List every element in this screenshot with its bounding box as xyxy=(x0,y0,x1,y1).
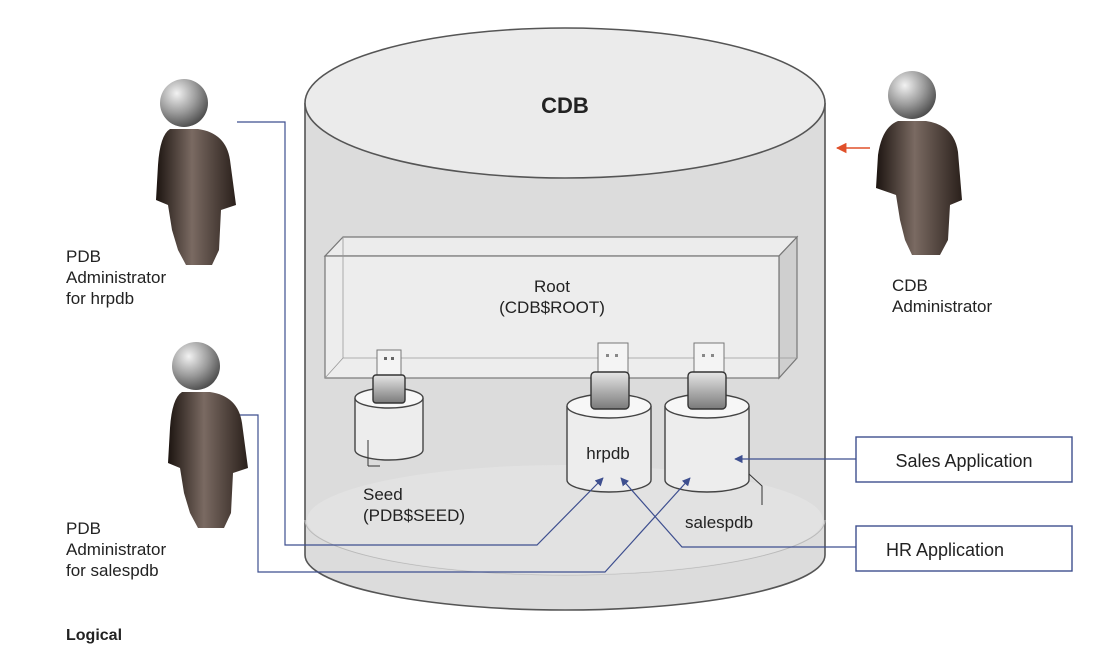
seed-pdb: Seed (PDB$SEED) xyxy=(354,349,465,525)
hr-app-connector xyxy=(620,477,856,548)
cdb-admin-label-2: Administrator xyxy=(892,297,992,316)
hr-admin-connector xyxy=(237,121,604,546)
sales-admin-label-1: PDB xyxy=(66,519,101,538)
hr-admin-label-1: PDB xyxy=(66,247,101,266)
hr-admin-label-3: for hrpdb xyxy=(66,289,134,308)
sales-admin-label-2: Administrator xyxy=(66,540,166,559)
cdb-title: CDB xyxy=(541,93,589,118)
cdb-admin-label-1: CDB xyxy=(892,276,928,295)
seed-label: Seed xyxy=(363,485,403,504)
connectors xyxy=(237,121,856,573)
hr-admin-label-2: Administrator xyxy=(66,268,166,287)
seed-sublabel: (PDB$SEED) xyxy=(363,506,465,525)
hr-admin-person-icon xyxy=(156,79,236,265)
sales-application-label: Sales Application xyxy=(895,451,1032,471)
root-sublabel: (CDB$ROOT) xyxy=(499,298,605,317)
sales-admin-label-3: for salespdb xyxy=(66,561,159,580)
salespdb-label: salespdb xyxy=(685,513,753,532)
cdb-admin-person-icon xyxy=(876,71,962,255)
hr-application-box: HR Application xyxy=(855,525,1073,572)
sales-application-box: Sales Application xyxy=(855,436,1073,483)
sales-admin-person-icon xyxy=(168,342,248,528)
root-label: Root xyxy=(534,277,570,296)
logical-caption: Logical xyxy=(66,627,122,644)
sales-admin-connector xyxy=(237,414,691,573)
salespdb-pdb: salespdb xyxy=(664,342,763,532)
hr-application-label: HR Application xyxy=(886,540,1004,560)
hrpdb-pdb: hrpdb xyxy=(566,342,652,493)
hrpdb-label: hrpdb xyxy=(586,444,629,463)
